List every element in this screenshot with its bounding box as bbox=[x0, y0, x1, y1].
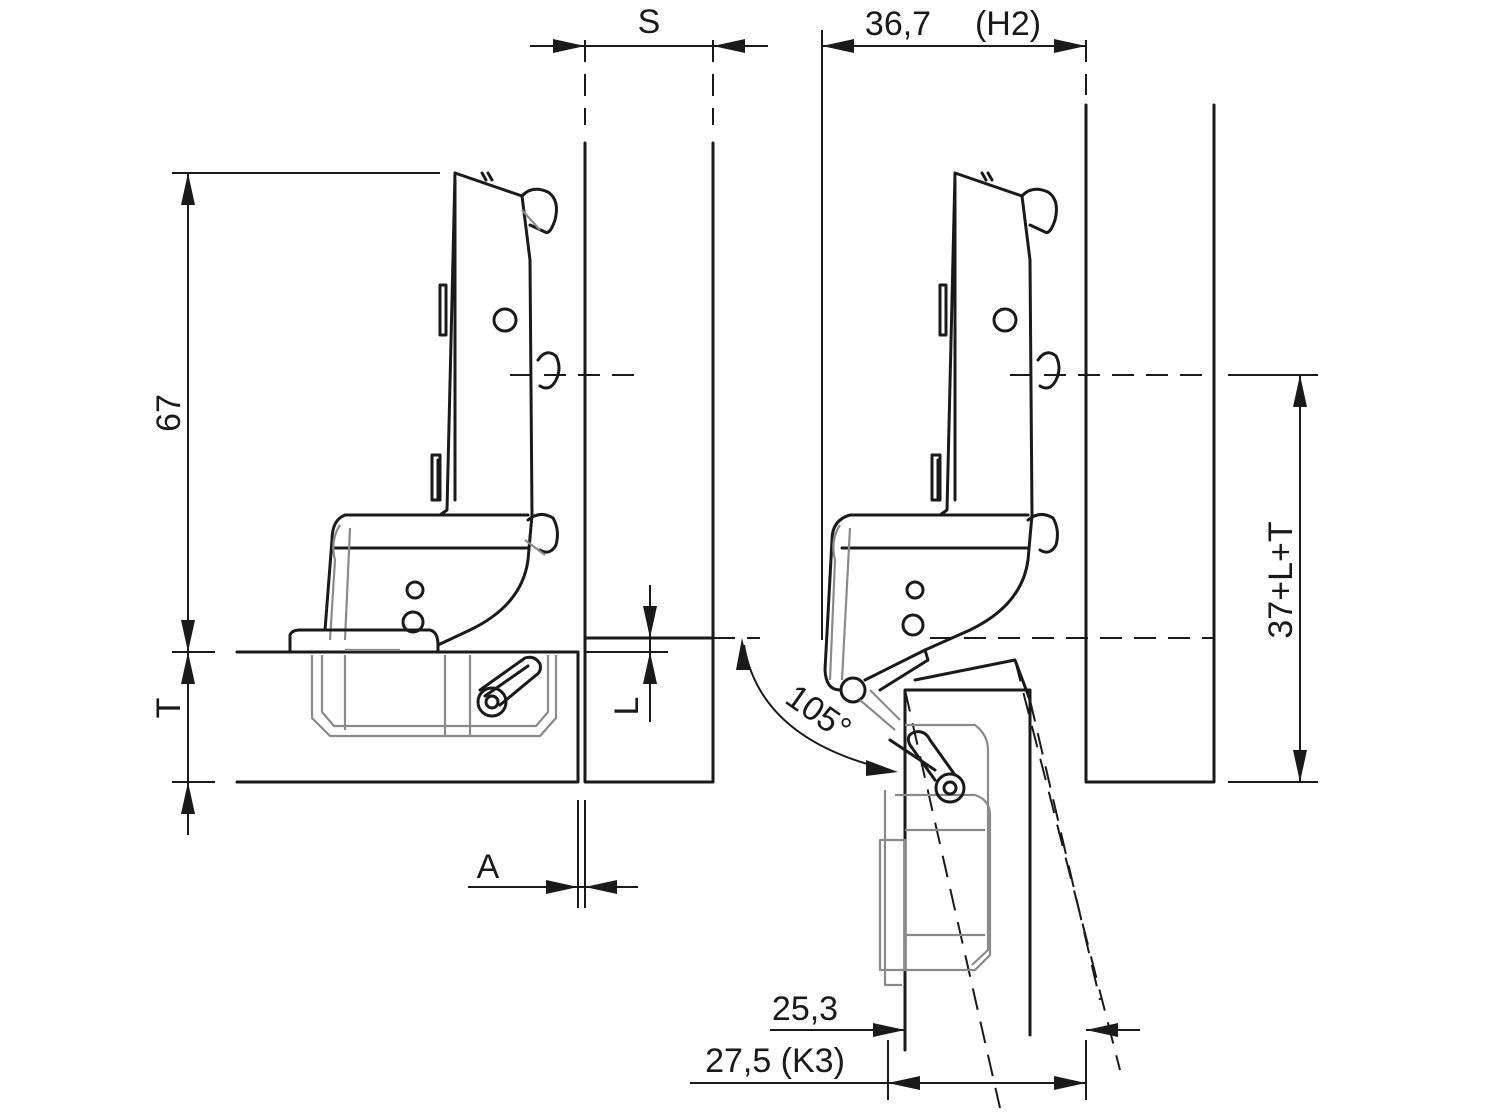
left-hinge-cup bbox=[310, 648, 558, 738]
angle-105-label: 105° bbox=[779, 677, 858, 748]
dim-37-L-T-label: 37+L+T bbox=[1262, 521, 1300, 638]
dim-36-7-label: 36,7 bbox=[865, 5, 931, 43]
dim-H2-label: (H2) bbox=[975, 5, 1041, 43]
left-view bbox=[235, 40, 760, 784]
dim-S-label: S bbox=[638, 3, 661, 41]
left-mounting-plate bbox=[288, 628, 440, 654]
dim-A-label: A bbox=[477, 848, 500, 886]
dim-25-3-label: 25,3 bbox=[772, 990, 838, 1028]
left-hinge-arm bbox=[323, 171, 561, 647]
dimension-T: T bbox=[150, 652, 215, 835]
dimension-L: L bbox=[585, 585, 668, 722]
dimension-67: 67 bbox=[150, 172, 440, 653]
dimension-36-7: 36,7 (H2) bbox=[822, 5, 1086, 53]
dim-T-label: T bbox=[150, 698, 188, 719]
angle-105: 105° bbox=[736, 638, 898, 776]
right-view bbox=[510, 30, 1216, 1109]
right-open-door bbox=[878, 658, 1121, 1109]
dim-27-5-K3-label: 27,5 (K3) bbox=[705, 1042, 845, 1080]
dimension-37-L-T: 37+L+T bbox=[1228, 374, 1318, 783]
left-door bbox=[235, 650, 580, 784]
left-cabinet-side bbox=[583, 141, 715, 784]
dimension-25-3: 25,3 bbox=[770, 990, 1140, 1050]
right-cabinet-side bbox=[1084, 103, 1216, 784]
right-hinge-arm bbox=[823, 171, 1061, 731]
dim-L-label: L bbox=[608, 697, 646, 716]
dimension-S: S bbox=[530, 3, 768, 53]
dimension-A: A bbox=[468, 800, 638, 908]
dim-67-label: 67 bbox=[150, 394, 188, 432]
dimension-27-5-K3: 27,5 (K3) bbox=[690, 1040, 1087, 1100]
